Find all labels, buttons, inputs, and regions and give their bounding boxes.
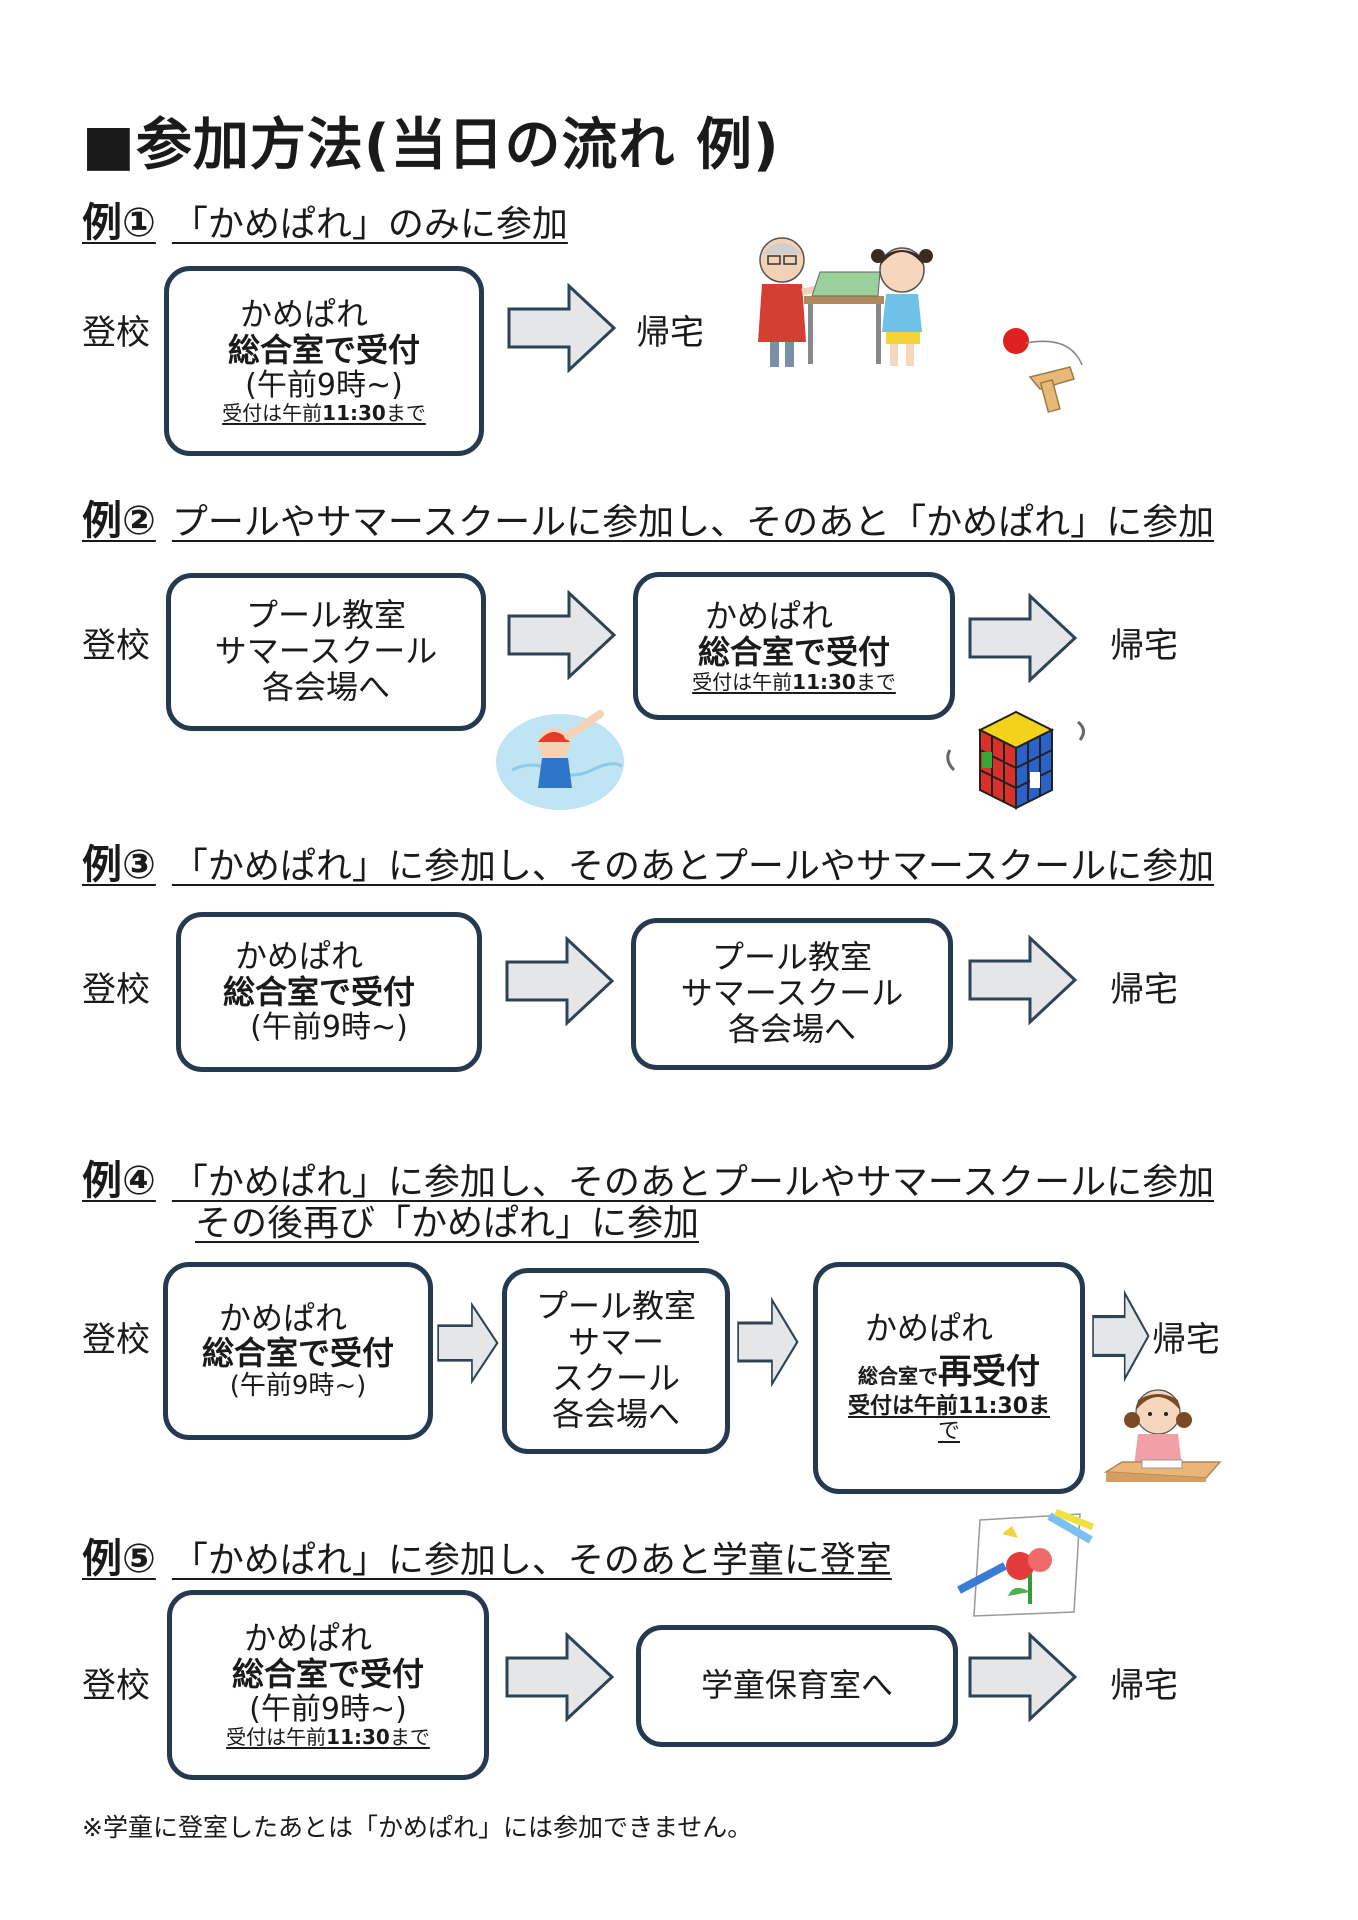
- deadline-note: 受付は午前11:30ま: [847, 1394, 1051, 1420]
- reception-box: かめぱれ 総合室で受付 (午前9時~) 受付は午前11:30まで: [164, 266, 484, 456]
- pool-summer-box: プール教室 サマースクール 各会場へ: [166, 573, 486, 731]
- start-time-label: (午前9時~): [229, 1371, 367, 1402]
- deadline-note: 受付は午前11:30まで: [226, 1726, 430, 1748]
- venues-label: 各会場へ: [551, 1394, 680, 1433]
- example-1-heading: 例① 「かめぱれ」のみに参加: [82, 190, 568, 248]
- page-title: ■参加方法(当日の流れ 例): [82, 113, 780, 178]
- example-heading-text: 「かめぱれ」に参加し、そのあと学童に登室: [171, 1540, 892, 1581]
- re-reception-label: 総合室で再受付: [858, 1353, 1040, 1391]
- home-label: 帰宅: [1110, 1666, 1178, 1706]
- example-heading-text: 「かめぱれ」のみに参加: [171, 204, 568, 245]
- start-time-label: (午前9時~): [245, 367, 403, 403]
- summer-label: サマー: [567, 1323, 664, 1362]
- reception-label: 総合室で受付: [697, 632, 890, 671]
- school-label: 登校: [82, 626, 150, 666]
- flow-arrow-icon: [507, 590, 617, 680]
- gakudou-label: 学童保育室へ: [700, 1666, 893, 1705]
- venues-label: 各会場へ: [727, 1009, 856, 1048]
- reception-box: かめぱれ 総合室で受付 (午前9時~) 受付は午前11:30まで: [167, 1590, 489, 1780]
- start-time-label: (午前9時~): [249, 1691, 407, 1727]
- gakudou-box: 学童保育室へ: [636, 1625, 958, 1747]
- flow-arrow-icon: [505, 936, 615, 1026]
- teacher-child-illustration-icon: [758, 237, 933, 367]
- flow-arrow-icon: [505, 1632, 615, 1722]
- re-reception-big-label: 再受付: [938, 1352, 1040, 1393]
- kendama-icon: [1003, 328, 1083, 413]
- venues-label: 各会場へ: [261, 667, 390, 706]
- re-reception-box: かめぱれ 総合室で再受付 受付は午前11:30ま で: [813, 1262, 1085, 1494]
- pool-class-label: プール教室: [535, 1287, 696, 1326]
- school-word-label: スクール: [551, 1359, 680, 1397]
- pool-class-label: プール教室: [245, 596, 406, 635]
- reception-box: かめぱれ 総合室で受付 (午前9時~): [163, 1262, 433, 1440]
- deadline-suffix: まで: [389, 1725, 430, 1750]
- summer-school-label: サマースクール: [214, 632, 438, 671]
- deadline-time: 11:30: [792, 669, 856, 694]
- reception-box: かめぱれ 総合室で受付 受付は午前11:30まで: [633, 572, 955, 720]
- deadline-suffix: まで: [855, 669, 896, 694]
- swimming-child-icon: [496, 710, 624, 810]
- home-label: 帰宅: [1110, 626, 1178, 666]
- school-label: 登校: [82, 1666, 150, 1706]
- reception-label: 総合室で受付: [222, 973, 415, 1012]
- example-2-heading: 例② プールやサマースクールに参加し、そのあと「かめぱれ」に参加: [82, 488, 1214, 546]
- crayon-drawing-icon: [957, 1508, 1095, 1617]
- reception-box: かめぱれ 総合室で受付 (午前9時~): [176, 912, 482, 1072]
- example-heading-text: 「かめぱれ」に参加し、そのあとプールやサマースクールに参加: [171, 1162, 1215, 1203]
- school-label: 登校: [82, 313, 150, 353]
- pool-summer-box: プール教室 サマー スクール 各会場へ: [502, 1268, 730, 1454]
- deadline-note: 受付は午前11:30まで: [222, 402, 426, 424]
- example-number: 例⑤: [82, 1536, 156, 1582]
- deadline-time: 11:30: [322, 401, 386, 426]
- reception-room-label: 総合室で: [858, 1364, 938, 1389]
- puzzle-cube-icon: [946, 710, 1085, 810]
- reception-label: 総合室で受付: [231, 1655, 424, 1693]
- kamepare-label: かめぱれ: [243, 1619, 372, 1658]
- school-label: 登校: [82, 970, 150, 1010]
- example-5-heading: 例⑤ 「かめぱれ」に参加し、そのあと学童に登室: [82, 1526, 892, 1584]
- school-label: 登校: [82, 1320, 150, 1360]
- deadline-prefix: 受付は午前: [692, 669, 793, 694]
- pool-summer-box: プール教室 サマースクール 各会場へ: [631, 918, 953, 1070]
- deadline-time: 11:30: [326, 1725, 390, 1750]
- example-4-heading-line2: その後再び「かめぱれ」に参加: [195, 1203, 700, 1244]
- example-number: 例④: [82, 1158, 156, 1204]
- reception-label: 総合室で受付: [201, 1334, 394, 1373]
- kamepare-label: かめぱれ: [218, 1298, 347, 1337]
- flow-arrow-icon: [968, 593, 1078, 683]
- home-label: 帰宅: [1110, 970, 1178, 1010]
- deadline-prefix: 受付は午前: [226, 1725, 327, 1750]
- example-number: 例①: [82, 200, 156, 246]
- reception-label: 総合室で受付: [227, 331, 420, 369]
- deadline-suffix: まで: [385, 401, 426, 426]
- flow-arrow-icon: [968, 1632, 1078, 1722]
- example-4-heading: 例④ 「かめぱれ」に参加し、そのあとプールやサマースクールに参加: [82, 1148, 1214, 1206]
- kamepare-label: かめぱれ: [239, 295, 368, 334]
- pool-class-label: プール教室: [711, 938, 872, 977]
- deadline-note: 受付は午前11:30まで: [692, 669, 896, 694]
- footnote: ※学童に登室したあとは「かめぱれ」には参加できません。: [82, 1813, 753, 1842]
- flow-arrow-icon: [737, 1297, 799, 1387]
- home-label: 帰宅: [636, 313, 704, 353]
- flow-arrow-icon: [968, 935, 1078, 1025]
- example-number: 例②: [82, 498, 156, 544]
- example-heading-text: 「かめぱれ」に参加し、そのあとプールやサマースクールに参加: [171, 846, 1215, 887]
- home-label: 帰宅: [1152, 1320, 1220, 1360]
- deadline-prefix: 受付は午前: [222, 401, 323, 426]
- kamepare-label: かめぱれ: [864, 1309, 993, 1348]
- start-time-label: (午前9時~): [250, 1010, 408, 1046]
- kamepare-label: かめぱれ: [704, 596, 833, 635]
- summer-school-label: サマースクール: [680, 974, 904, 1013]
- girl-studying-icon: [1103, 1389, 1222, 1482]
- flow-arrow-icon: [1092, 1290, 1150, 1382]
- example-heading-text: プールやサマースクールに参加し、そのあと「かめぱれ」に参加: [171, 502, 1215, 543]
- kamepare-label: かめぱれ: [234, 937, 363, 976]
- deadline-note-wrap: で: [937, 1418, 960, 1444]
- example-number: 例③: [82, 842, 156, 888]
- flow-arrow-icon: [507, 283, 617, 373]
- flow-arrow-icon: [437, 1302, 499, 1384]
- example-3-heading: 例③ 「かめぱれ」に参加し、そのあとプールやサマースクールに参加: [82, 832, 1214, 890]
